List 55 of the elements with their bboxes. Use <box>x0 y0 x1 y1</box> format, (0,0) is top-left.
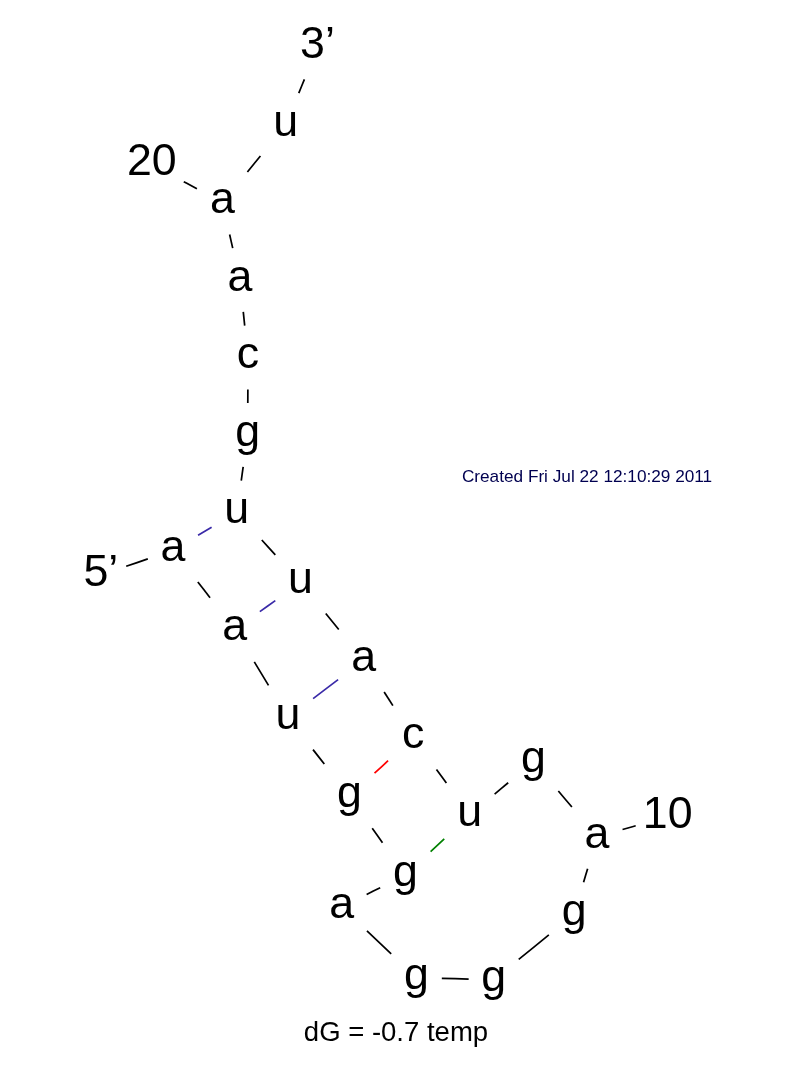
connector <box>125 558 149 568</box>
connector <box>253 661 270 687</box>
node-text: c <box>236 327 260 378</box>
node-text: 10 <box>642 786 693 837</box>
node-text: g <box>561 884 587 935</box>
node-text: g <box>337 765 362 816</box>
connector <box>196 581 211 599</box>
connector <box>259 599 277 613</box>
node-text: u <box>224 482 250 533</box>
node-text: g <box>520 731 546 782</box>
label: Created Fri Jul 22 12:10:29 2011 <box>461 465 713 486</box>
connector <box>373 759 389 775</box>
node-text: 3’ <box>300 17 335 68</box>
connector <box>517 934 550 961</box>
node-text: u <box>457 784 483 835</box>
connector <box>440 977 470 980</box>
node-text: a <box>227 249 253 300</box>
node-text: g <box>404 947 429 998</box>
node-text: 20 <box>126 134 177 185</box>
connector <box>435 768 448 784</box>
connector <box>366 930 393 955</box>
node-text: u <box>275 687 301 738</box>
connector <box>297 78 306 94</box>
connector <box>260 539 277 556</box>
node-text: a <box>160 519 186 570</box>
connector <box>312 748 326 765</box>
connector <box>228 233 234 249</box>
node-text: 5’ <box>83 544 119 595</box>
node-text: u <box>288 552 313 603</box>
node-text: c <box>402 707 425 758</box>
connector <box>383 691 394 707</box>
node-text: a <box>329 876 355 927</box>
connector <box>242 311 246 327</box>
connector <box>582 867 589 884</box>
connector <box>371 827 384 844</box>
connector <box>557 790 573 808</box>
connector <box>197 526 213 537</box>
node-text: a <box>222 599 248 650</box>
connector <box>621 824 637 831</box>
node-text: a <box>584 806 610 857</box>
connector <box>312 678 339 700</box>
connector <box>246 388 249 404</box>
node-text: g <box>235 404 261 455</box>
node-text: a <box>351 629 377 680</box>
node-text: u <box>273 94 299 145</box>
caption: dG = -0.7 temp <box>303 1015 489 1047</box>
node-text: a <box>209 172 235 223</box>
node-text: g <box>481 949 507 1000</box>
connector <box>493 781 510 795</box>
connector <box>182 180 198 190</box>
connector <box>324 612 340 631</box>
connector <box>429 837 446 853</box>
node-text: g <box>392 844 418 895</box>
connector <box>240 466 245 482</box>
connector <box>246 155 262 173</box>
